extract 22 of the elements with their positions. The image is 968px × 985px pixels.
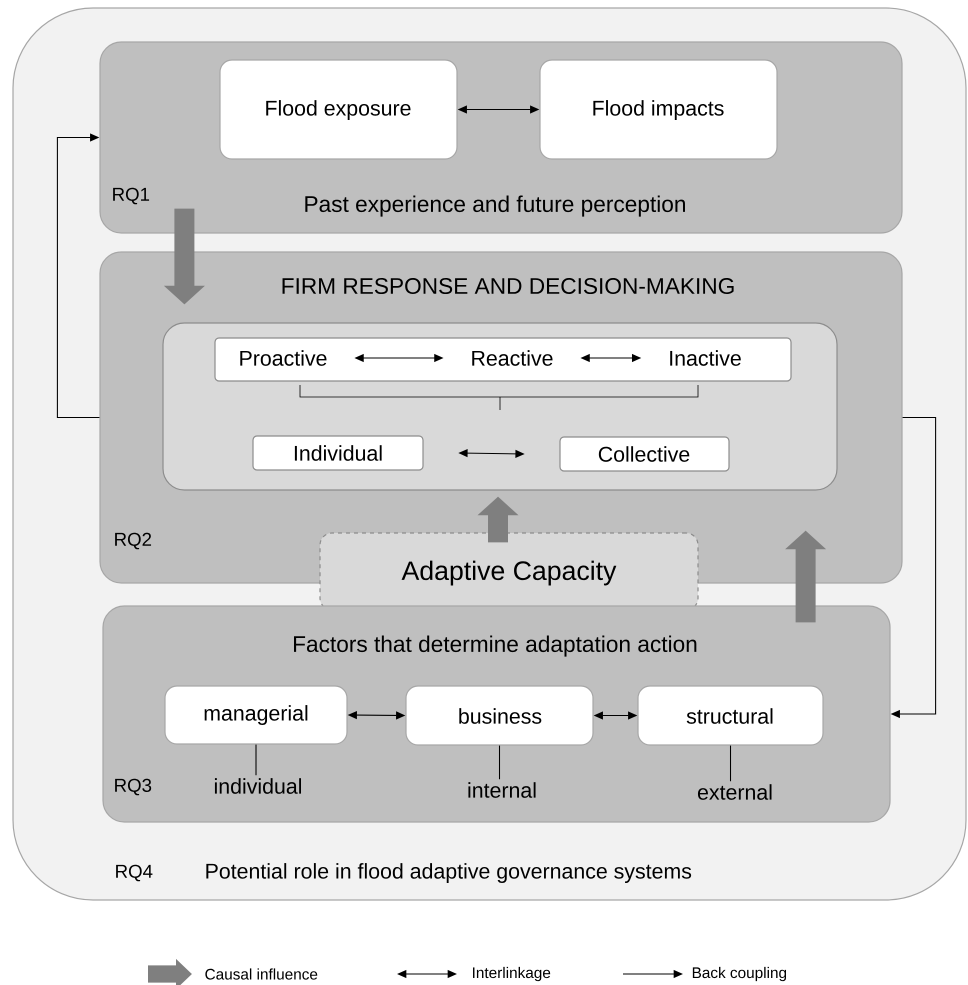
legend-text: Back coupling — [692, 966, 786, 982]
leader-line — [255, 744, 257, 776]
label-box: Flood impacts — [539, 59, 778, 160]
node-text: external — [698, 784, 772, 800]
options-bar — [214, 337, 792, 410]
legend-text: Causal influence — [205, 968, 318, 980]
label-box: Flood exposure — [219, 59, 458, 160]
leader-line — [498, 746, 500, 780]
node-text: Inactive — [670, 350, 741, 366]
node-text: Proactive — [240, 350, 326, 366]
node-text: individual — [214, 778, 302, 794]
node-text: Reactive — [472, 350, 553, 366]
node-text: internal — [468, 782, 536, 798]
label-box: structural — [637, 685, 824, 746]
dashed-box: Adaptive Capacity — [319, 532, 699, 611]
label-box: Individual — [252, 435, 424, 471]
label-box: business — [405, 685, 594, 746]
leader-line — [730, 746, 732, 782]
arrow — [56, 133, 100, 418]
label-box: managerial — [164, 685, 348, 745]
label-box: Collective — [559, 436, 730, 472]
legend-text: Interlinkage — [473, 966, 550, 982]
